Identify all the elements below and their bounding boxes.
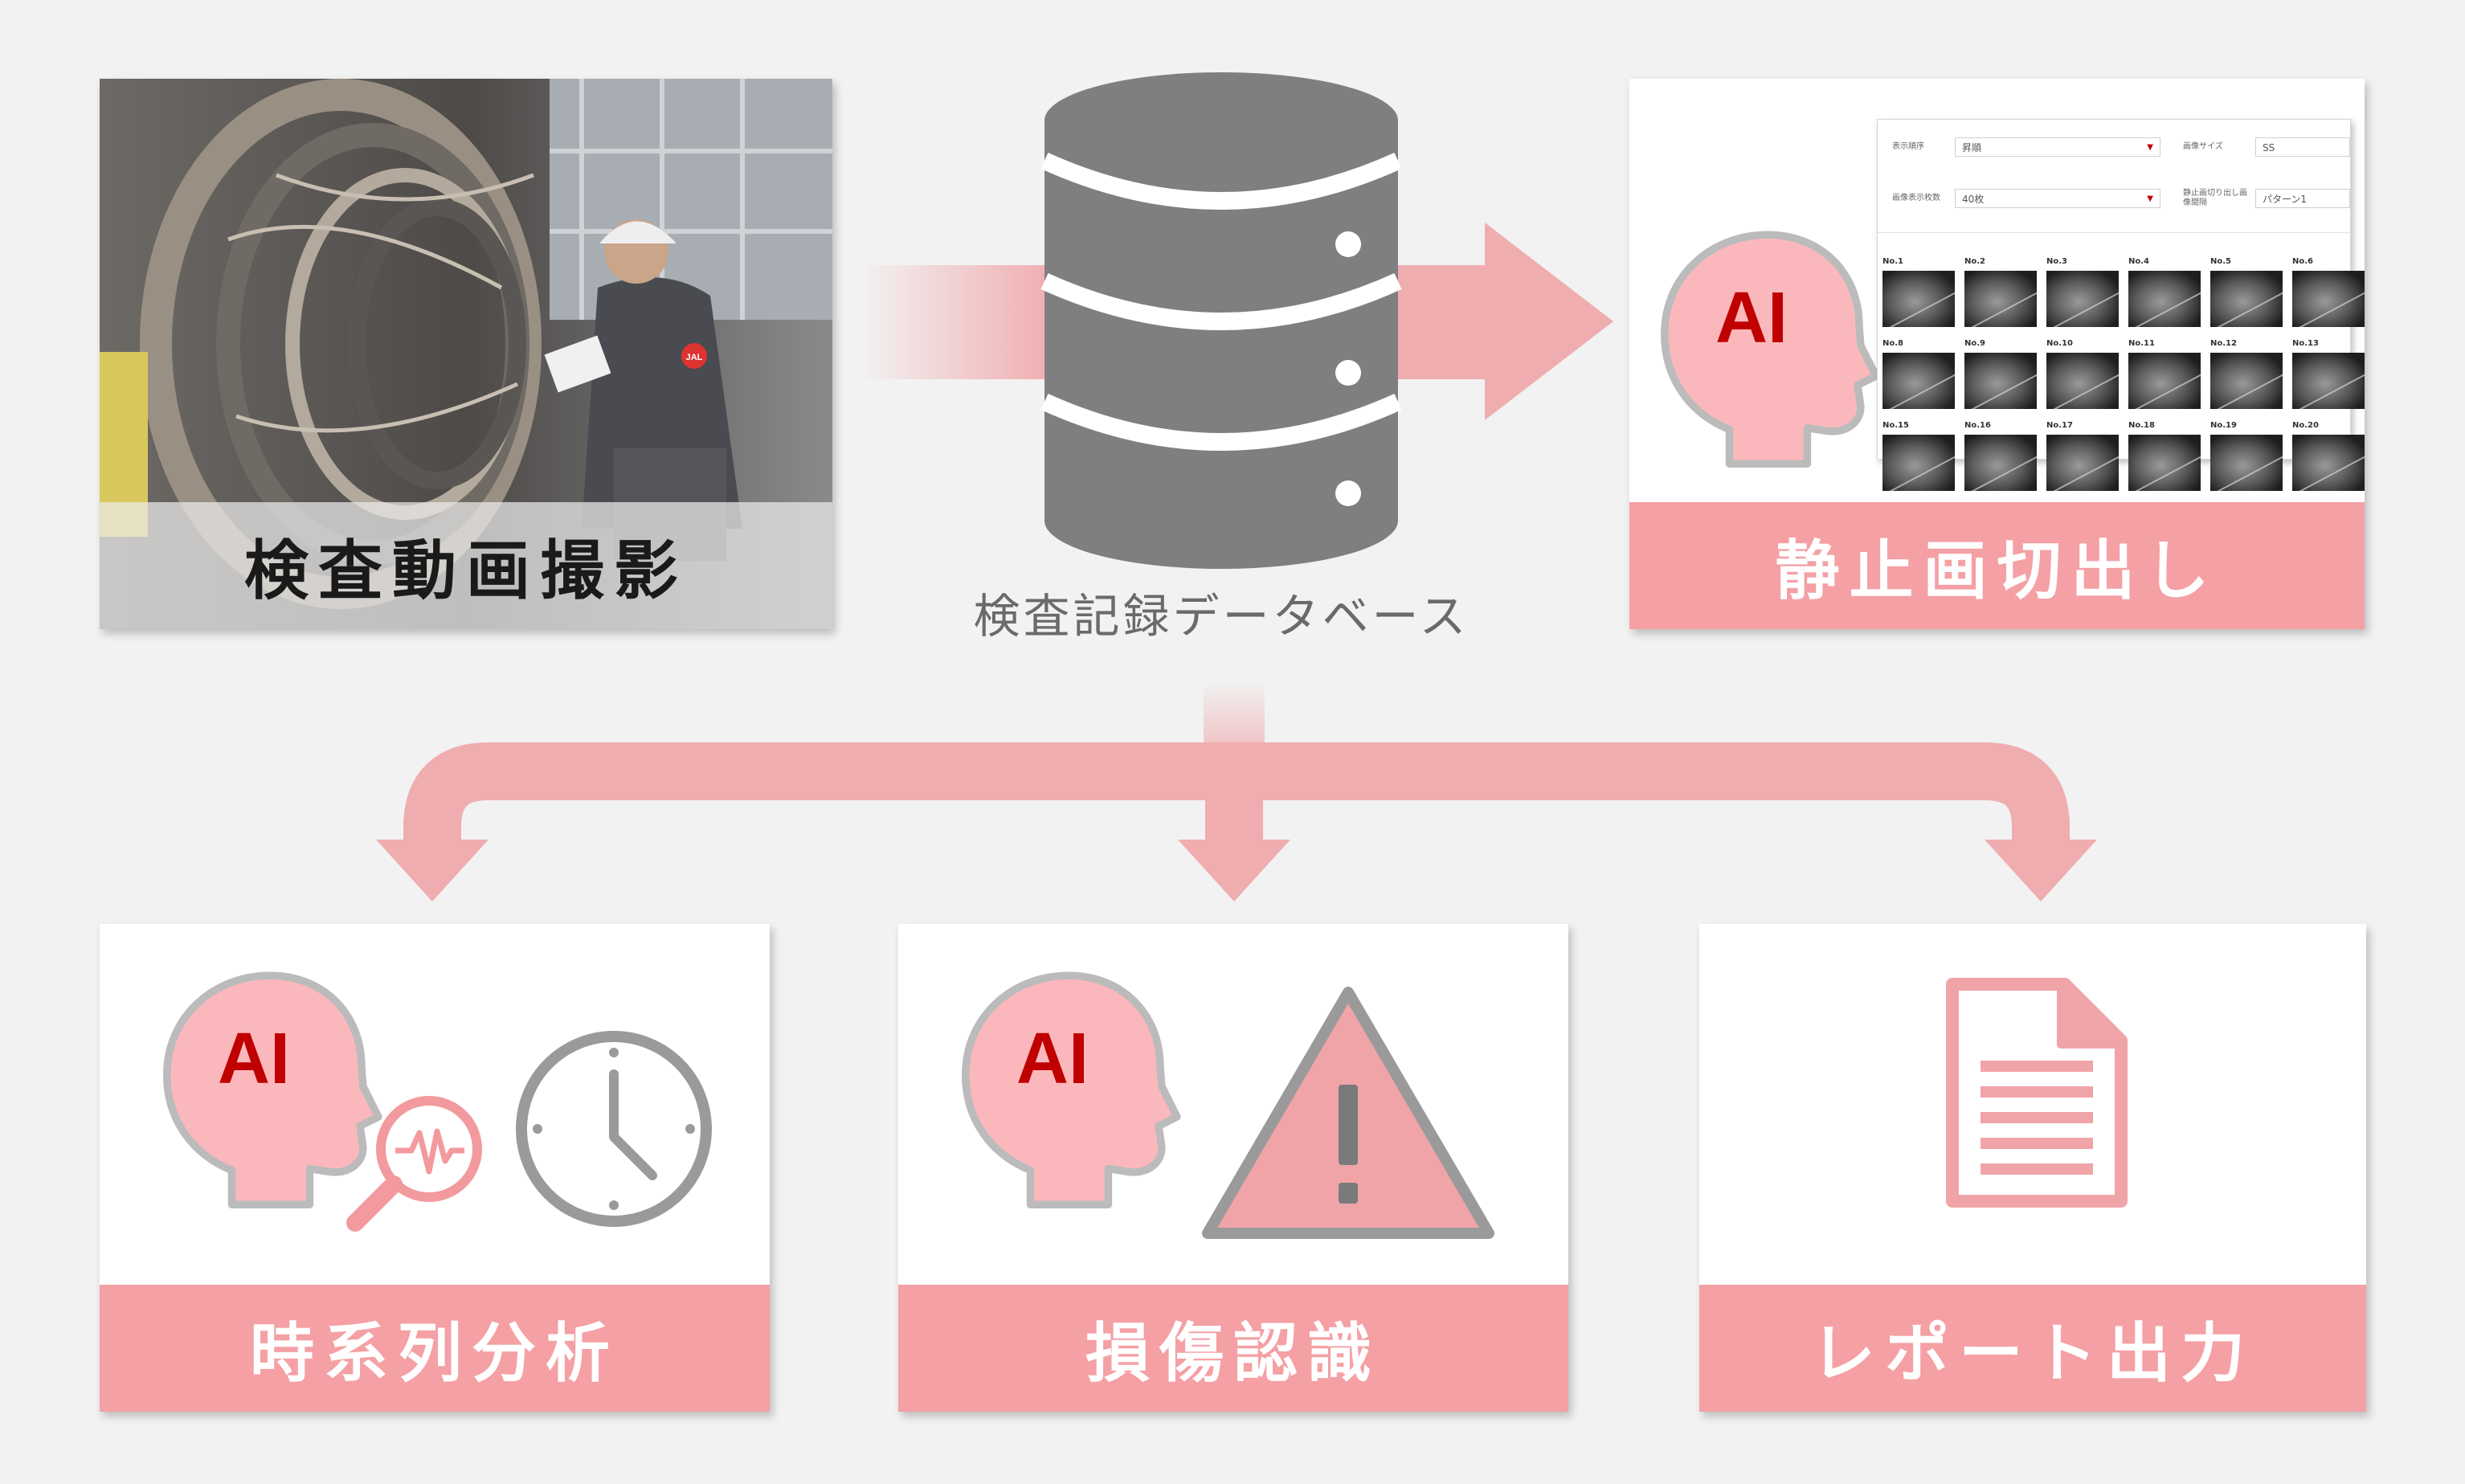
image-count-label: 画像表示枚数: [1892, 194, 1940, 202]
thumbnail-item[interactable]: No.9: [1964, 338, 2046, 411]
thumbnail-image: [2128, 271, 2201, 327]
thumbnail-image: [1964, 353, 2037, 409]
thumbnail-item[interactable]: No.4: [2128, 256, 2210, 329]
thumbnail-item[interactable]: No.20: [2292, 420, 2365, 493]
thumbnail-image: [2046, 435, 2119, 491]
interval-value: パターン1: [2263, 194, 2308, 205]
arrow-db-to-still: [1382, 223, 1613, 420]
interval-label: 静止画切り出し画像間隔: [2183, 189, 2247, 207]
time-series-label: 時系列分析: [100, 1285, 770, 1412]
inspection-video-label: 検査動画撮影: [100, 502, 832, 629]
ai-head-icon: AI: [1661, 231, 1880, 468]
display-order-select[interactable]: 昇順 ▼: [1955, 137, 2160, 157]
chevron-down-icon: ▼: [2147, 194, 2153, 203]
thumbnail-number: No.1: [1882, 257, 1903, 266]
damage-recognition-label: 損傷認識: [898, 1285, 1568, 1412]
thumbnail-number: No.15: [1882, 421, 1909, 430]
thumbnail-number: No.16: [1964, 421, 1991, 430]
thumbnail-image: [1964, 271, 2037, 327]
thumbnail-image: [2046, 353, 2119, 409]
thumbnail-item[interactable]: No.8: [1882, 338, 1964, 411]
thumbnail-image: [1882, 353, 1955, 409]
thumbnail-number: No.5: [2210, 257, 2231, 266]
thumbnail-image: [2292, 271, 2365, 327]
thumbnail-item[interactable]: No.11: [2128, 338, 2210, 411]
thumbnail-number: No.3: [2046, 257, 2067, 266]
thumbnail-number: No.19: [2210, 421, 2237, 430]
ai-badge: AI: [218, 1019, 290, 1099]
thumbnail-item[interactable]: No.3: [2046, 256, 2128, 329]
divider: [1878, 232, 2350, 233]
image-size-value: SS: [2263, 142, 2275, 153]
still-image-label: 静止画切出し: [1629, 502, 2365, 629]
ai-head-icon: AI: [962, 971, 1181, 1209]
magnifier-waveform-icon: [346, 1096, 482, 1232]
clock-icon: [516, 1031, 712, 1227]
thumbnail-item[interactable]: No.17: [2046, 420, 2128, 493]
thumbnail-number: No.11: [2128, 339, 2155, 348]
thumbnail-number: No.2: [1964, 257, 1985, 266]
thumbnail-image: [2210, 353, 2283, 409]
database-icon: [1040, 72, 1402, 569]
thumbnail-number: No.17: [2046, 421, 2073, 430]
still-image-card: AI 表示順序 昇順 ▼ 画像表示枚数 40枚 ▼ 画像サイズ SS 静止画切り出し…: [1629, 79, 2365, 629]
report-output-card: レポート出力: [1699, 924, 2366, 1412]
time-series-card: AI 時系列分析: [100, 924, 770, 1412]
thumbnail-number: No.12: [2210, 339, 2237, 348]
thumbnail-number: No.18: [2128, 421, 2155, 430]
thumbnail-number: No.10: [2046, 339, 2073, 348]
jal-logo: JAL: [686, 353, 703, 362]
damage-recognition-card: AI 損傷認識: [898, 924, 1568, 1412]
thumbnail-image: [2128, 435, 2201, 491]
inspection-video-card: JAL 検査動画撮影: [100, 79, 832, 629]
chevron-down-icon: ▼: [2147, 143, 2153, 152]
thumbnail-item[interactable]: No.10: [2046, 338, 2128, 411]
thumbnail-image: [2128, 353, 2201, 409]
thumbnail-item[interactable]: No.5: [2210, 256, 2292, 329]
image-count-value: 40枚: [1962, 194, 1985, 205]
thumbnail-item[interactable]: No.1: [1882, 256, 1964, 329]
thumbnail-item[interactable]: No.2: [1964, 256, 2046, 329]
thumbnail-item[interactable]: No.12: [2210, 338, 2292, 411]
thumbnail-number: No.8: [1882, 339, 1903, 348]
thumbnail-image: [2046, 271, 2119, 327]
thumbnail-item[interactable]: No.6: [2292, 256, 2365, 329]
interval-select[interactable]: パターン1: [2255, 189, 2350, 208]
ai-badge: AI: [1715, 278, 1788, 358]
thumbnail-number: No.6: [2292, 257, 2313, 266]
image-size-label: 画像サイズ: [2183, 142, 2223, 151]
document-icon: [1946, 978, 2128, 1208]
thumbnail-image: [1882, 435, 1955, 491]
display-order-label: 表示順序: [1892, 142, 1924, 151]
still-image-screen: 表示順序 昇順 ▼ 画像表示枚数 40枚 ▼ 画像サイズ SS 静止画切り出し画像間…: [1877, 119, 2365, 491]
thumbnail-item[interactable]: No.19: [2210, 420, 2292, 493]
arrow-photo-to-db: [860, 265, 1053, 379]
thumbnail-image: [1964, 435, 2037, 491]
thumbnail-number: No.13: [2292, 339, 2319, 348]
thumbnail-image: [2210, 271, 2283, 327]
database-caption: 検査記録データベース: [973, 589, 1470, 644]
image-count-select[interactable]: 40枚 ▼: [1955, 189, 2160, 208]
image-size-select[interactable]: SS: [2255, 137, 2350, 157]
thumbnail-item[interactable]: No.16: [1964, 420, 2046, 493]
thumbnail-item[interactable]: No.13: [2292, 338, 2365, 411]
thumbnail-number: No.9: [1964, 339, 1985, 348]
thumbnail-item[interactable]: No.18: [2128, 420, 2210, 493]
report-output-label: レポート出力: [1699, 1285, 2366, 1412]
thumbnail-image: [2292, 353, 2365, 409]
ai-badge: AI: [1016, 1019, 1089, 1099]
thumbnail-number: No.20: [2292, 421, 2319, 430]
thumbnail-image: [2210, 435, 2283, 491]
thumbnail-image: [2292, 435, 2365, 491]
thumbnail-number: No.4: [2128, 257, 2149, 266]
warning-triangle-icon: [1202, 987, 1494, 1239]
thumbnail-image: [1882, 271, 1955, 327]
ai-head-icon: AI: [163, 971, 382, 1209]
thumbnail-item[interactable]: No.15: [1882, 420, 1964, 493]
display-order-value: 昇順: [1962, 142, 1982, 153]
arrow-heads: [376, 840, 2097, 901]
